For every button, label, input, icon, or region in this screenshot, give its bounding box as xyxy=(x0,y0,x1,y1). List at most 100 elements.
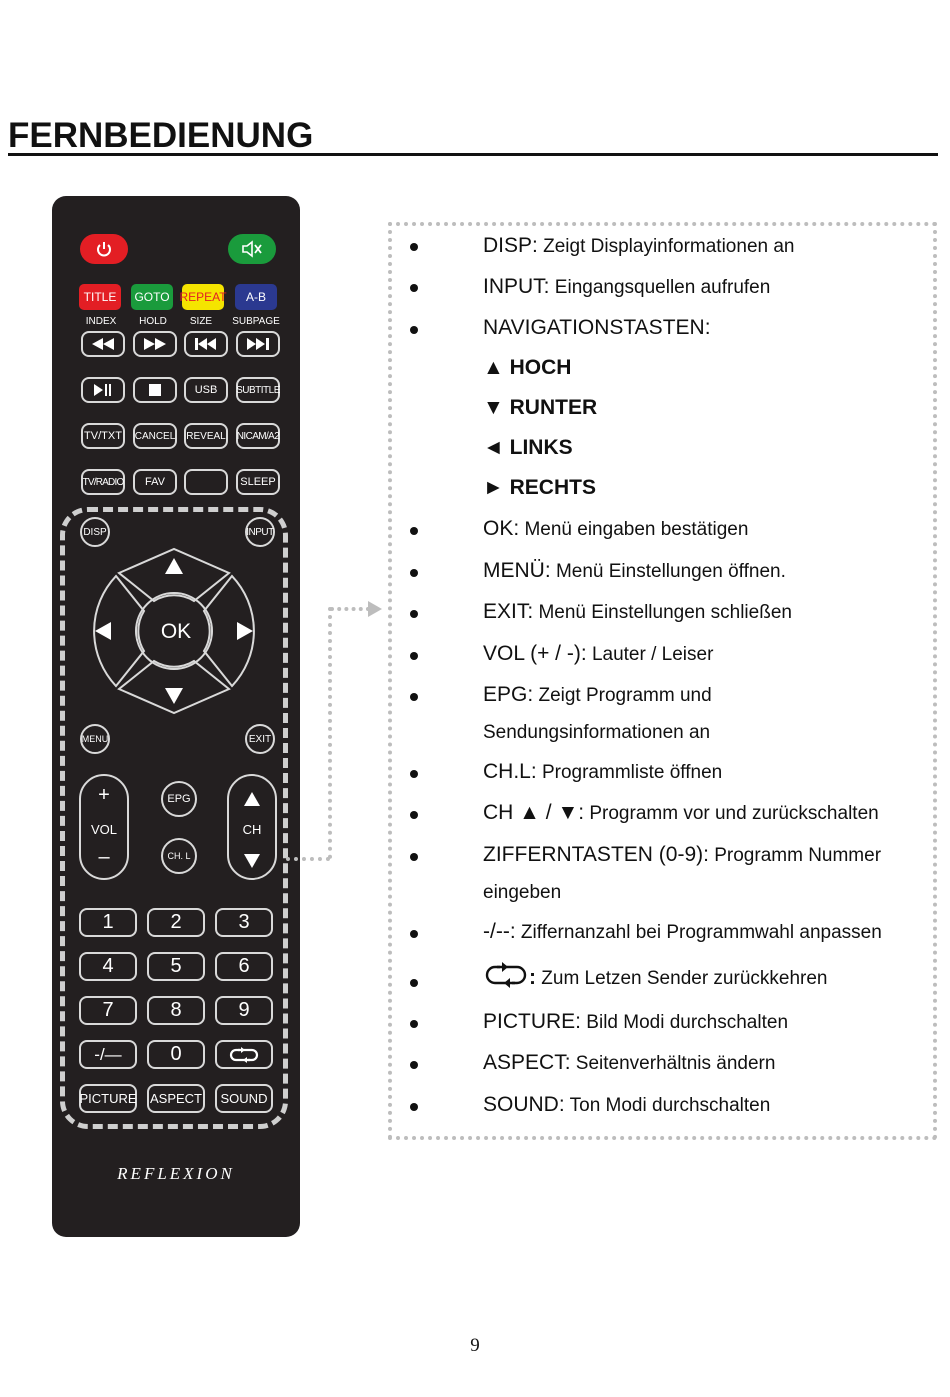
epg-button[interactable]: EPG xyxy=(161,781,197,817)
return-button[interactable] xyxy=(215,1040,273,1069)
bullet xyxy=(410,326,418,334)
connector-line xyxy=(286,857,330,861)
mute-button[interactable] xyxy=(228,234,276,264)
ch-up-icon[interactable] xyxy=(244,792,260,806)
brand-logo: REFLEXION xyxy=(52,1164,300,1184)
ok-label[interactable]: OK xyxy=(154,620,198,644)
stop-button[interactable] xyxy=(133,377,177,403)
bullet xyxy=(410,979,418,987)
list-item-picture: PICTURE: Bild Modi durchschalten xyxy=(483,1010,788,1034)
list-item-dash: -/--: Ziffernanzahl bei Programmwahl anp… xyxy=(483,920,882,944)
mute-icon xyxy=(241,240,263,258)
left-arrow-icon xyxy=(95,622,111,640)
menu-button[interactable]: MENU xyxy=(80,724,110,754)
reveal-button[interactable]: REVEAL xyxy=(184,423,228,449)
fast-forward-button[interactable] xyxy=(133,331,177,357)
list-item-right: ► RECHTS xyxy=(483,476,596,500)
connector-line-vertical xyxy=(328,607,332,859)
digit-8-button[interactable]: 8 xyxy=(147,996,205,1025)
list-item-up: ▲ HOCH xyxy=(483,356,571,380)
tv-txt-button[interactable]: TV/TXT xyxy=(81,423,125,449)
cancel-button[interactable]: CANCEL xyxy=(133,423,177,449)
bullet xyxy=(410,1103,418,1111)
volume-rocker[interactable]: + VOL – xyxy=(79,774,129,880)
title-underline xyxy=(8,153,938,156)
list-item-return: : Zum Letzen Sender zurückkehren xyxy=(483,962,828,990)
list-item-epg: EPG: Zeigt Programm und xyxy=(483,683,712,707)
list-item-disp: DISP: Zeigt Displayinformationen an xyxy=(483,234,795,258)
subtitle-button[interactable]: SUBTITLE xyxy=(236,377,280,403)
aspect-button[interactable]: ASPECT xyxy=(147,1084,205,1113)
list-item-ch: CH ▲ / ▼: Programm vor und zurückschalte… xyxy=(483,801,879,825)
rewind-icon xyxy=(92,338,114,350)
channel-list-button[interactable]: CH. L xyxy=(161,838,197,874)
list-item-vol: VOL (+ / -): Lauter / Leiser xyxy=(483,642,713,666)
previous-button[interactable] xyxy=(184,331,228,357)
list-item-navigation: NAVIGATIONSTASTEN: xyxy=(483,316,711,340)
list-item-down: ▼ RUNTER xyxy=(483,396,597,420)
next-icon xyxy=(247,338,269,350)
digit-1-button[interactable]: 1 xyxy=(79,908,137,937)
digit-6-button[interactable]: 6 xyxy=(215,952,273,981)
digit-0-button[interactable]: 0 xyxy=(147,1040,205,1069)
subpage-label: SUBPAGE xyxy=(228,316,284,327)
list-item-aspect: ASPECT: Seitenverhältnis ändern xyxy=(483,1051,775,1075)
index-label: INDEX xyxy=(73,316,129,327)
picture-button[interactable]: PICTURE xyxy=(79,1084,137,1113)
connector-line-top xyxy=(330,607,370,611)
bullet xyxy=(410,770,418,778)
tv-radio-button[interactable]: TV/RADIO xyxy=(81,469,125,495)
digit-9-button[interactable]: 9 xyxy=(215,996,273,1025)
usb-button[interactable]: USB xyxy=(184,377,228,403)
exit-button[interactable]: EXIT xyxy=(245,724,275,754)
dash-button[interactable]: -/— xyxy=(79,1040,137,1069)
digit-3-button[interactable]: 3 xyxy=(215,908,273,937)
bullet xyxy=(410,1020,418,1028)
bullet xyxy=(410,930,418,938)
list-item-ok: OK: Menü eingaben bestätigen xyxy=(483,517,748,541)
list-item-chl: CH.L: Programmliste öffnen xyxy=(483,760,722,784)
play-pause-button[interactable] xyxy=(81,377,125,403)
vol-minus[interactable]: – xyxy=(81,846,127,869)
digit-4-button[interactable]: 4 xyxy=(79,952,137,981)
ch-down-icon[interactable] xyxy=(244,854,260,868)
list-item-digits: ZIFFERNTASTEN (0-9): Programm Nummer xyxy=(483,843,881,867)
digit-2-button[interactable]: 2 xyxy=(147,908,205,937)
sound-button[interactable]: SOUND xyxy=(215,1084,273,1113)
digit-5-button[interactable]: 5 xyxy=(147,952,205,981)
list-item-left: ◄ LINKS xyxy=(483,436,573,460)
down-arrow-icon xyxy=(165,688,183,704)
rewind-button[interactable] xyxy=(81,331,125,357)
ch-label: CH xyxy=(229,822,275,837)
page-title: FERNBEDIENUNG xyxy=(8,116,313,156)
page-number: 9 xyxy=(0,1335,950,1357)
fav-button[interactable]: FAV xyxy=(133,469,177,495)
connector-arrow-icon xyxy=(368,601,382,617)
list-item-exit: EXIT: Menü Einstellungen schließen xyxy=(483,600,792,624)
list-item-menu: MENÜ: Menü Einstellungen öffnen. xyxy=(483,559,786,583)
goto-button[interactable]: GOTO xyxy=(131,284,173,310)
list-item-input: INPUT: Eingangsquellen aufrufen xyxy=(483,275,770,299)
sleep-button[interactable]: SLEEP xyxy=(236,469,280,495)
bullet xyxy=(410,610,418,618)
vol-plus[interactable]: + xyxy=(81,784,127,807)
bullet xyxy=(410,853,418,861)
power-button[interactable] xyxy=(80,234,128,264)
channel-rocker[interactable]: CH xyxy=(227,774,277,880)
blank-button[interactable] xyxy=(184,469,228,495)
title-button[interactable]: TITLE xyxy=(79,284,121,310)
digit-7-button[interactable]: 7 xyxy=(79,996,137,1025)
bullet xyxy=(410,569,418,577)
next-button[interactable] xyxy=(236,331,280,357)
repeat-button[interactable]: REPEAT xyxy=(182,284,224,310)
play-pause-icon xyxy=(94,384,112,396)
bullet xyxy=(410,652,418,660)
bullet xyxy=(410,284,418,292)
bullet xyxy=(410,693,418,701)
bullet xyxy=(410,527,418,535)
bullet xyxy=(410,243,418,251)
list-item-digits-cont: eingeben xyxy=(483,882,561,904)
ab-button[interactable]: A-B xyxy=(235,284,277,310)
description-box xyxy=(388,222,937,1140)
nicam-button[interactable]: NICAM/A2 xyxy=(236,423,280,449)
